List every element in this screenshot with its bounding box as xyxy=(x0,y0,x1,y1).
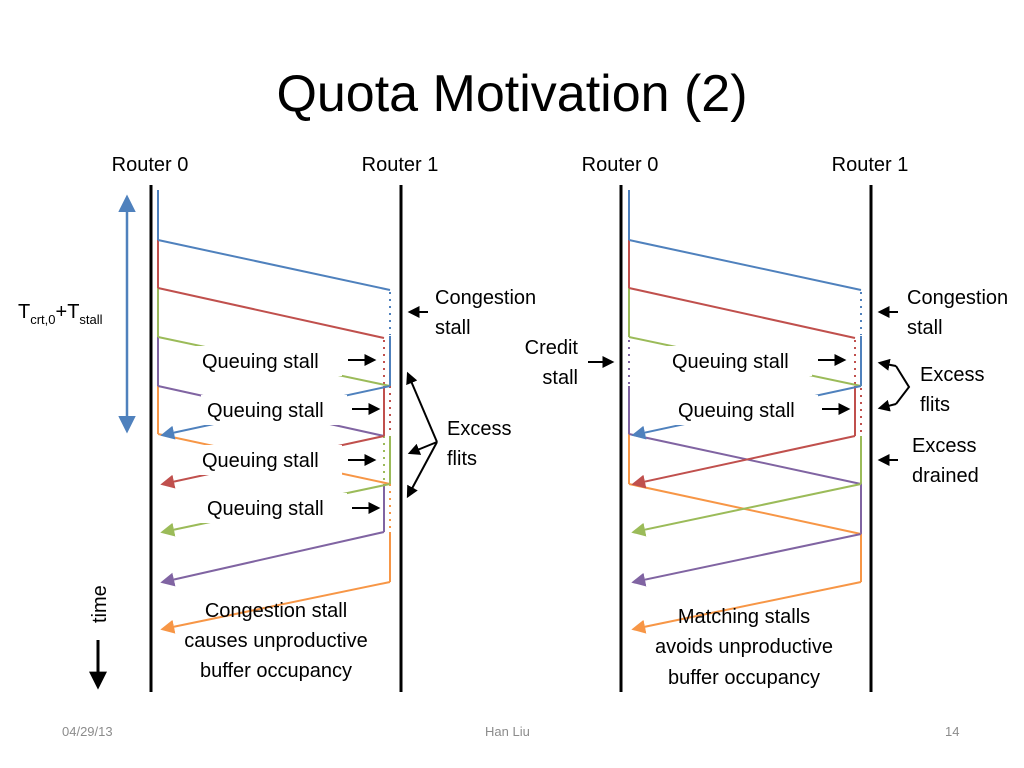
right-diagram: Router 0 Router 1 Credit st xyxy=(525,154,1008,692)
footer-author: Han Liu xyxy=(485,724,530,739)
excess-flits-bracket xyxy=(895,365,911,405)
left-caption: buffer occupancy xyxy=(200,660,352,682)
slide-title: Quota Motivation (2) xyxy=(276,65,748,123)
excess-flits-arrow xyxy=(407,441,438,455)
left-caption: Congestion stall xyxy=(205,600,347,622)
credit-return-red xyxy=(631,435,856,489)
excess-flits-label: flits xyxy=(920,394,950,416)
right-caption: buffer occupancy xyxy=(668,667,820,689)
excess-flits-arrow xyxy=(406,371,438,443)
left-caption: causes unproductive xyxy=(184,630,367,652)
congestion-stall-label: stall xyxy=(435,317,471,339)
credit-stall-label: Credit xyxy=(525,337,579,359)
credit-stall-label: stall xyxy=(542,367,578,389)
flit-forward-red xyxy=(628,287,856,339)
footer-date: 04/29/13 xyxy=(62,724,113,739)
excess-flits-arrow xyxy=(406,441,438,499)
left-router1-label: Router 1 xyxy=(362,154,439,176)
right-caption: Matching stalls xyxy=(678,606,810,628)
label-backdrop xyxy=(672,395,818,425)
right-router0-label: Router 0 xyxy=(582,154,659,176)
excess-flits-label: Excess xyxy=(447,418,511,440)
time-span-label: Tcrt,0+Tstall xyxy=(18,301,103,327)
credit-return-purple xyxy=(160,531,385,587)
credit-return-green xyxy=(631,483,862,537)
queuing-stall-label: Queuing stall xyxy=(678,400,795,422)
flit-forward-blue xyxy=(157,239,391,291)
left-diagram: Router 0 Router 1 Tcrt,0+Tstall time xyxy=(18,154,536,692)
queuing-stall-label: Queuing stall xyxy=(207,498,324,520)
flit-forward-red xyxy=(157,287,385,339)
time-label: time xyxy=(89,585,111,623)
credit-return-orange xyxy=(631,581,862,634)
left-router0-label: Router 0 xyxy=(112,154,189,176)
excess-flits-arrow xyxy=(877,358,897,371)
excess-flits-label: flits xyxy=(447,448,477,470)
excess-flits-arrow xyxy=(877,399,897,412)
label-backdrop xyxy=(201,493,347,523)
congestion-stall-label: stall xyxy=(907,317,943,339)
right-caption: avoids unproductive xyxy=(655,636,833,658)
footer-page-number: 14 xyxy=(945,724,960,739)
label-backdrop xyxy=(666,346,812,376)
credit-return-purple xyxy=(631,533,862,587)
excess-flits-label: Excess xyxy=(920,364,984,386)
label-backdrop xyxy=(196,445,342,475)
queuing-stall-label: Queuing stall xyxy=(202,450,319,472)
queuing-stall-label: Queuing stall xyxy=(672,351,789,373)
queuing-stall-label: Queuing stall xyxy=(202,351,319,373)
congestion-stall-label: Congestion xyxy=(907,287,1008,309)
congestion-stall-label: Congestion xyxy=(435,287,536,309)
label-backdrop xyxy=(201,395,347,425)
queuing-stall-label: Queuing stall xyxy=(207,400,324,422)
excess-drained-label: drained xyxy=(912,465,979,487)
excess-drained-label: Excess xyxy=(912,435,976,457)
label-backdrop xyxy=(196,346,342,376)
flit-forward-blue xyxy=(628,239,862,291)
credit-return-orange xyxy=(160,581,391,634)
right-router1-label: Router 1 xyxy=(832,154,909,176)
